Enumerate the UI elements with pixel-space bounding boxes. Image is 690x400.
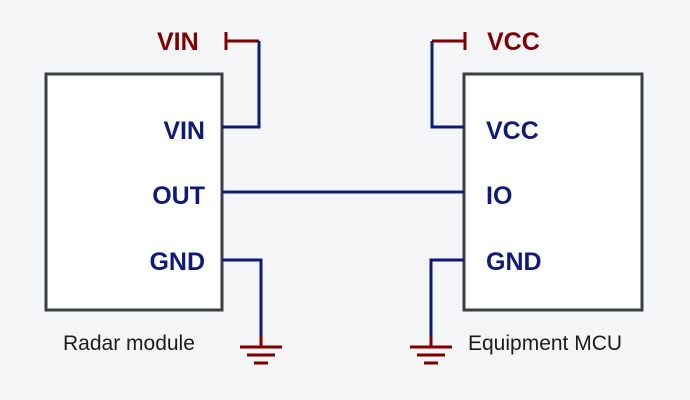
mcu-pin-gnd: GND [486,248,542,276]
mcu-box [462,72,644,312]
right-ground-icon [410,336,452,365]
vcc-power-label: VCC [487,28,540,56]
vin-power-label: VIN [157,28,199,56]
mcu-pin-io: IO [486,182,512,210]
left-power-symbol [224,32,259,50]
right-gnd-wire [429,258,464,336]
left-ground-icon [240,336,282,365]
radar-module-box [44,72,224,312]
mcu-pin-vcc: VCC [486,117,539,145]
left-gnd-wire [222,258,263,336]
radar-pin-gnd: GND [149,248,205,276]
vcc-wire [430,41,464,129]
mcu-caption: Equipment MCU [468,332,622,355]
right-power-symbol [432,32,467,50]
radar-module-caption: Radar module [63,332,195,355]
radar-pin-vin: VIN [163,117,205,145]
radar-pin-out: OUT [152,182,205,210]
vin-wire [222,41,261,129]
